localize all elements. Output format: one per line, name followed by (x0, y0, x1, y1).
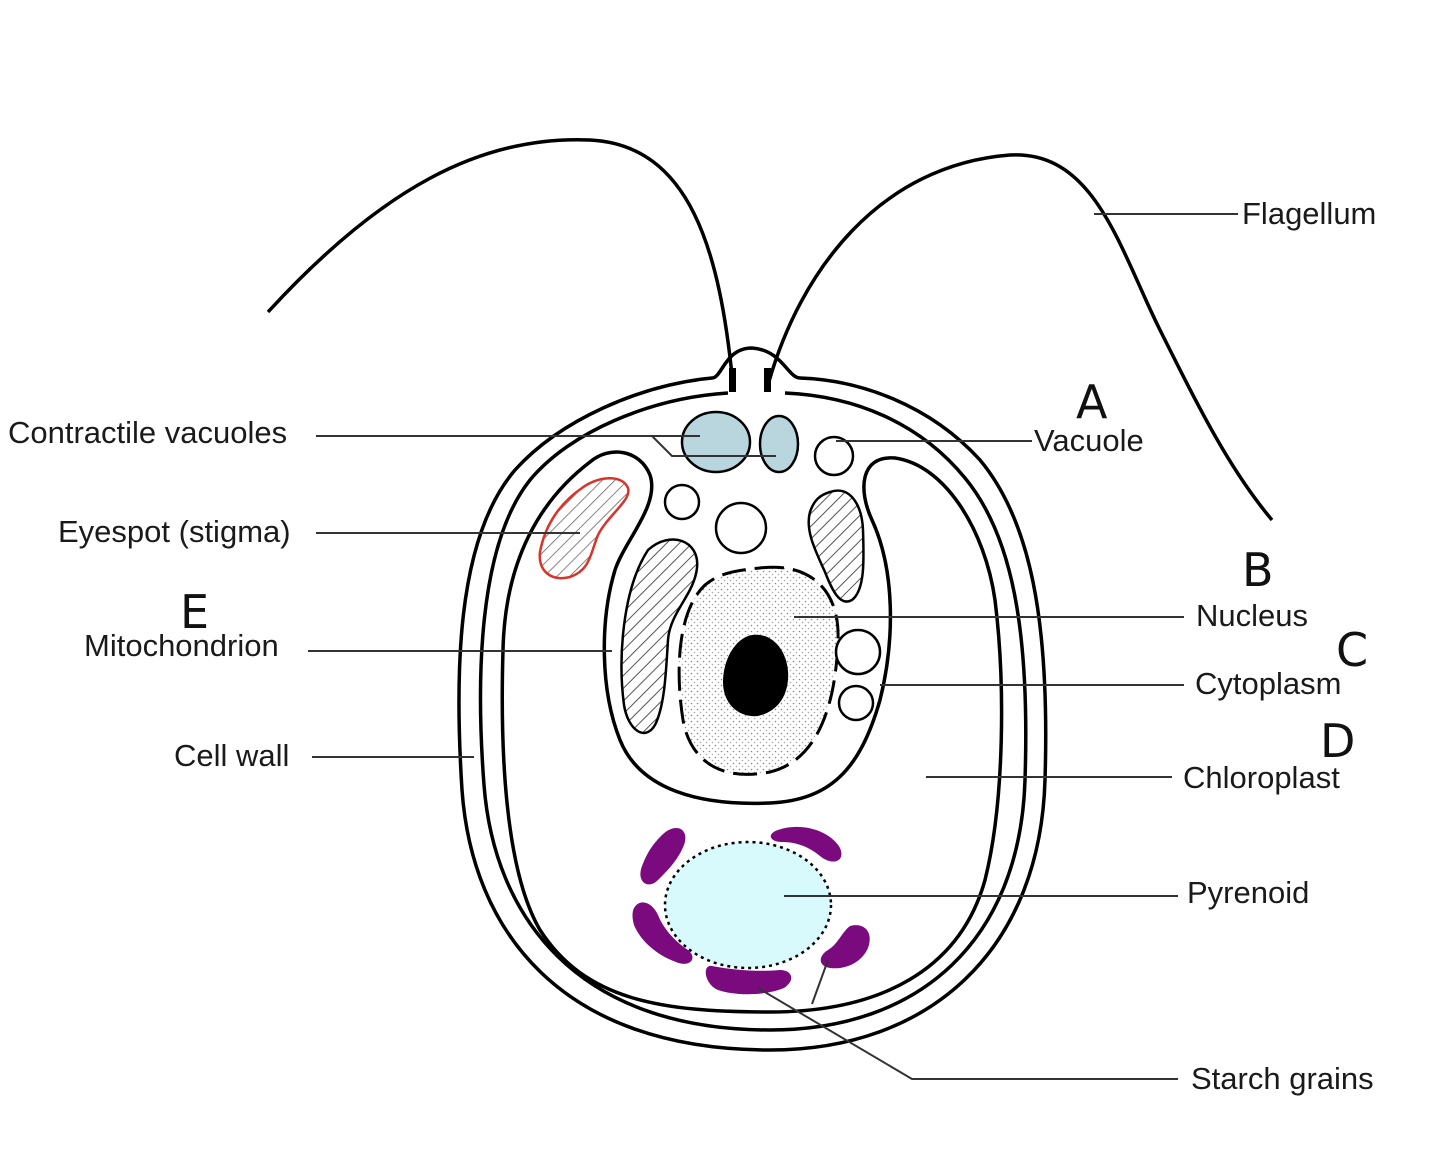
letter-c: C (1336, 623, 1368, 677)
nucleolus (723, 634, 789, 717)
label-contractile-vacuoles: Contractile vacuoles (8, 415, 287, 450)
leader-starch-grains-2 (811, 959, 829, 1005)
small-vacuole-3 (834, 628, 882, 676)
cell-wall-outer (457, 346, 1048, 1052)
label-flagellum: Flagellum (1242, 196, 1376, 231)
label-chloroplast: Chloroplast (1183, 760, 1340, 795)
label-nucleus: Nucleus (1196, 598, 1308, 633)
flagellum-left (266, 137, 735, 386)
contractile-vacuole-right (758, 414, 800, 474)
small-vacuole-4 (837, 684, 875, 722)
mitochondrion-left (620, 538, 699, 735)
vacuole (813, 435, 855, 477)
pyrenoid (663, 840, 833, 970)
starch-grain (640, 827, 686, 885)
leader-starch-grains-1 (757, 987, 1178, 1080)
label-eyespot: Eyespot (stigma) (58, 514, 291, 549)
starch-grain (770, 826, 842, 862)
starch-grains (632, 826, 870, 995)
eyespot (538, 477, 630, 580)
chloroplast (500, 450, 1004, 1014)
small-vacuole-2 (714, 501, 768, 555)
label-pyrenoid: Pyrenoid (1187, 875, 1309, 910)
starch-grain (820, 925, 870, 969)
basal-body-right (764, 368, 771, 392)
basal-body-left (729, 368, 736, 392)
letter-d: D (1320, 714, 1355, 768)
letter-e: E (180, 585, 209, 639)
cell-membrane (478, 391, 1028, 1032)
mitochondrion-right (807, 489, 865, 603)
label-mitochondrion: Mitochondrion (84, 628, 279, 663)
contractile-vacuole-left (680, 410, 752, 474)
flagellum-right (766, 153, 1274, 522)
label-cytoplasm: Cytoplasm (1195, 666, 1341, 701)
starch-grain (705, 965, 792, 995)
label-starch-grains: Starch grains (1191, 1061, 1374, 1096)
letter-b: B (1242, 543, 1274, 597)
label-vacuole: Vacuole (1034, 423, 1144, 458)
small-vacuole-1 (663, 483, 701, 521)
leader-contractile-vacuoles-2 (651, 435, 776, 457)
letter-a: A (1076, 375, 1108, 429)
label-cell-wall: Cell wall (174, 738, 289, 773)
starch-grain (632, 902, 693, 964)
